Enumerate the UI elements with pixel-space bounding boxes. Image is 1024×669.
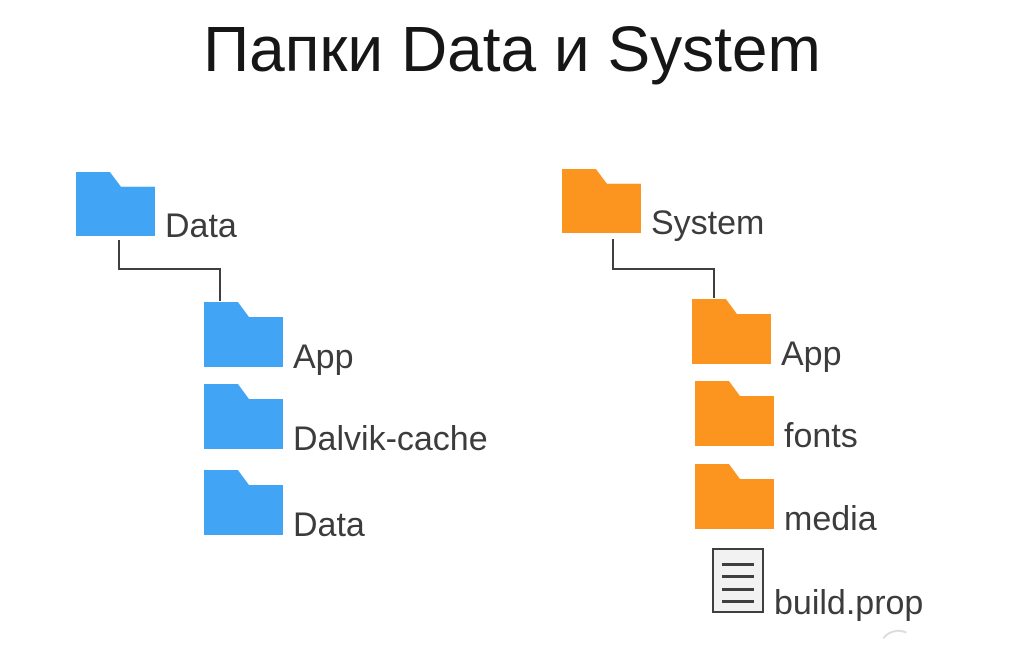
folder-label: fonts [784,417,858,455]
connector-drop-system [713,268,715,298]
tree-node-system-build-prop: build.prop [712,548,923,620]
folder-icon [76,172,155,236]
connector-elbow-data [118,240,221,270]
folder-label: App [293,338,354,376]
folder-label: System [651,204,765,242]
folder-label: media [784,500,877,538]
tree-node-system-fonts: fonts [695,381,858,453]
tree-node-system-app: App [692,299,842,371]
tree-node-data-dalvik-cache: Dalvik-cache [204,384,488,456]
folder-icon [695,464,774,529]
watermark-arc [877,626,917,662]
folder-label: App [781,335,842,373]
tree-node-system-media: media [695,464,877,536]
folder-icon [695,381,774,446]
folder-icon [204,470,283,535]
folder-icon [204,384,283,449]
file-label: build.prop [774,584,924,622]
connector-elbow-system [612,239,715,270]
tree-node-data-data: Data [204,470,365,542]
folder-icon [692,299,771,364]
page-title: Папки Data и System [203,13,821,85]
folder-icon [204,302,283,367]
tree-node-data-app: App [204,302,354,374]
folder-icon [562,169,641,233]
file-icon [712,548,764,613]
tree-node-data-root: Data [76,172,237,243]
folder-label: Data [165,207,237,245]
connector-drop-data [219,268,221,301]
folder-label: Dalvik-cache [293,420,488,458]
folder-label: Data [293,506,365,544]
tree-node-system-root: System [562,169,764,240]
